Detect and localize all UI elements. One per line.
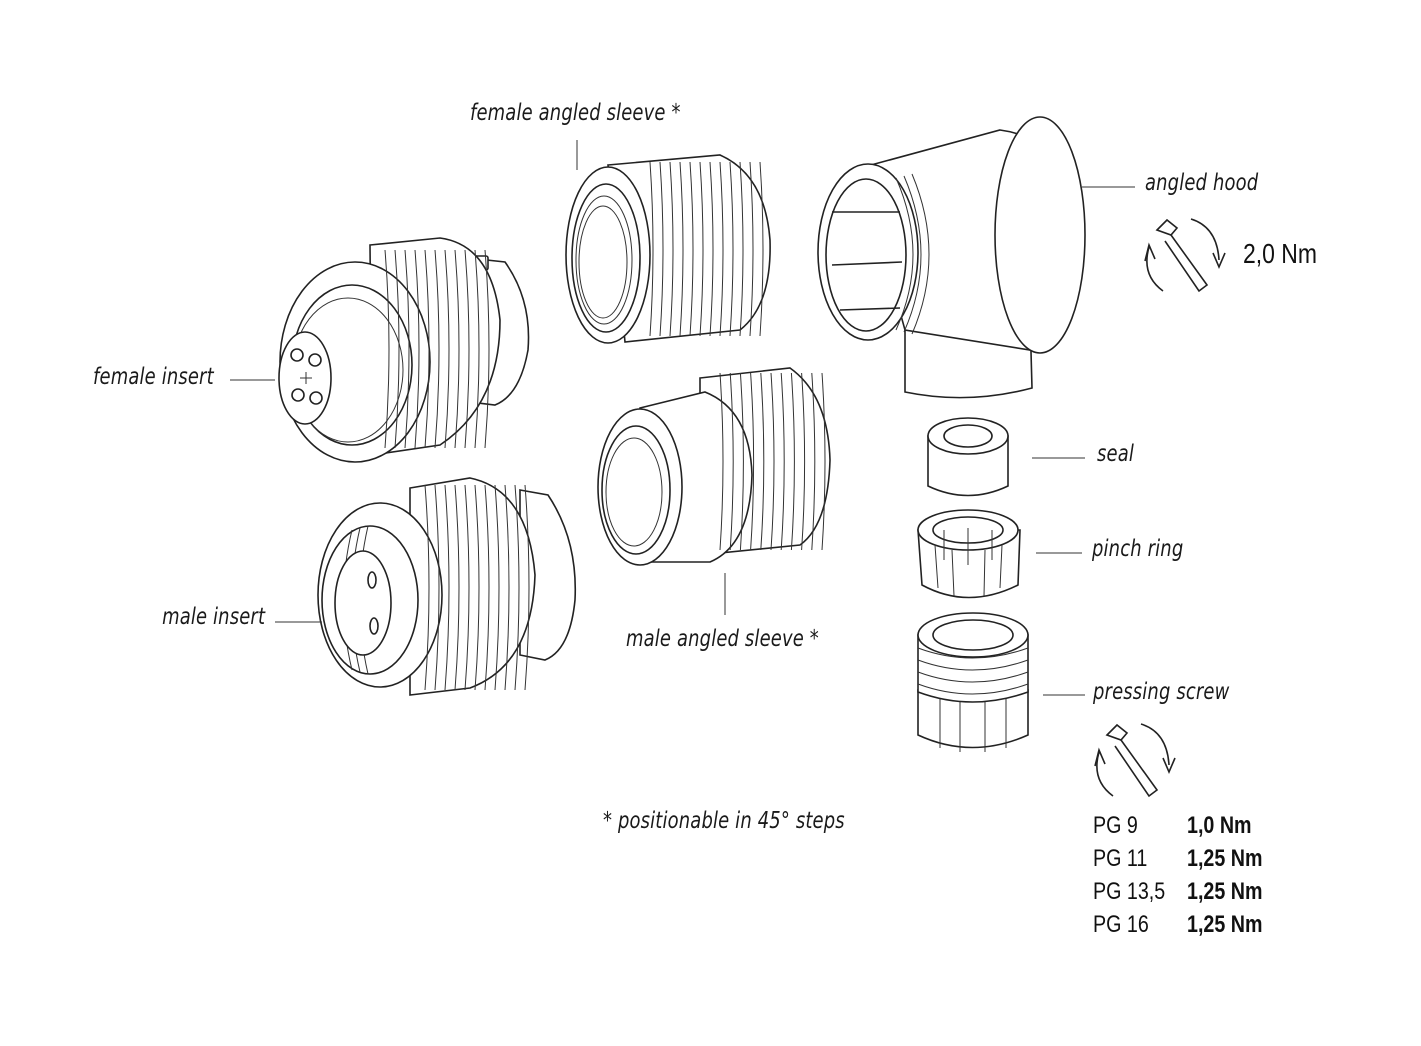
torque-value: 1,25 Nm (1187, 878, 1263, 905)
torque-value: 1,25 Nm (1187, 911, 1263, 938)
torque-size: PG 13,5 (1093, 878, 1166, 905)
wrench-rotate-icon (1094, 723, 1176, 798)
female-insert-part (278, 237, 530, 463)
torque-value: 1,0 Nm (1187, 812, 1252, 839)
footnote: * positionable in 45° steps (603, 808, 845, 834)
wrench-rotate-icon (1144, 218, 1226, 293)
label-angled-hood: angled hood (1145, 170, 1259, 196)
leader-lines (230, 140, 1135, 696)
torque-size: PG 9 (1093, 812, 1138, 839)
male-angled-sleeve-knurl (719, 372, 826, 551)
torque-size: PG 16 (1093, 911, 1149, 938)
male-insert-knurl (424, 484, 530, 691)
male-angled-sleeve-part (597, 367, 831, 566)
label-female-insert: female insert (93, 364, 214, 390)
pressing-screw-part (917, 612, 1029, 752)
seal-part (927, 417, 1009, 497)
label-pinch-ring: pinch ring (1092, 536, 1184, 562)
male-insert-part (317, 477, 577, 696)
torque-value: 1,25 Nm (1187, 845, 1263, 872)
female-angled-sleeve-knurl (649, 161, 764, 337)
label-pressing-screw: pressing screw (1093, 679, 1230, 705)
female-insert-knurl (384, 249, 490, 449)
label-seal: seal (1097, 441, 1134, 467)
pinch-ring-part (917, 509, 1021, 599)
angled-hood-part (817, 116, 1086, 399)
female-angled-sleeve-part (565, 154, 771, 344)
label-female-angled-sleeve: female angled sleeve * (470, 100, 681, 126)
label-male-insert: male insert (161, 604, 265, 630)
torque-size: PG 11 (1093, 845, 1148, 872)
label-male-angled-sleeve: male angled sleeve * (626, 626, 819, 652)
hood-torque-value: 2,0 Nm (1243, 238, 1318, 269)
